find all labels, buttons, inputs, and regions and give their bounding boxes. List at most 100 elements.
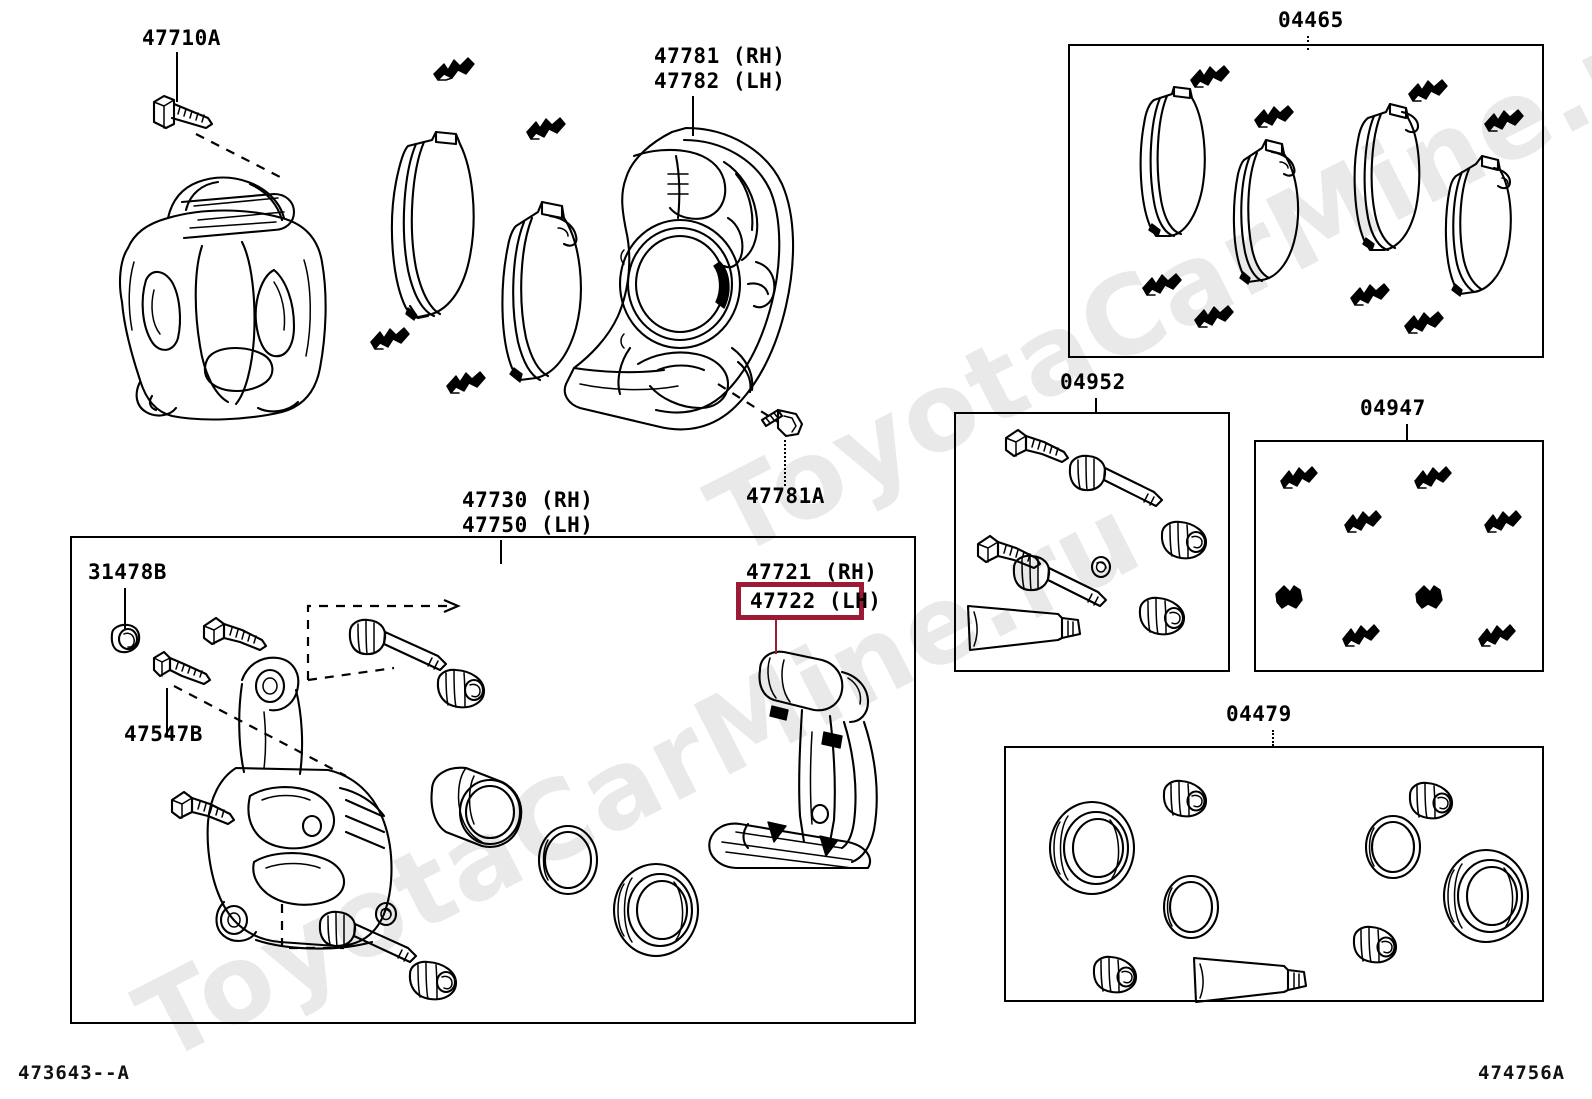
label-pad-kit: 04465	[1278, 8, 1344, 32]
label-mount-lh: 47722 (LH)	[750, 589, 882, 613]
leader-line-dust-cover-bolt	[784, 440, 786, 486]
art-slide-bolt	[198, 612, 276, 662]
art-anti-rattle-clip	[1278, 462, 1320, 498]
art-slide-bolt	[972, 530, 1050, 580]
art-anti-rattle-clip	[1348, 278, 1392, 316]
art-dust-cover-bolt	[758, 404, 814, 456]
group-box-slide-pin-kit	[954, 412, 1230, 672]
art-caliper-assembly-body	[196, 640, 416, 970]
label-bleeder-plug: 47547B	[124, 722, 203, 746]
leader-dashed-dust-cover-bolt	[717, 383, 779, 423]
highlight-box-selected-part[interactable]: 47722 (LH)	[736, 582, 882, 620]
leader-dashed-slide-pin-upper	[306, 598, 461, 682]
leader-line-bleeder-cap	[124, 588, 126, 630]
art-anti-rattle-clip	[1140, 268, 1184, 306]
label-caliper-assembly-rh: 47730 (RH)	[462, 488, 594, 512]
art-o-ring	[1160, 872, 1224, 944]
art-slide-bolt	[1000, 424, 1078, 474]
art-slide-pin-boot	[1158, 776, 1214, 822]
label-caliper-bolt: 47710A	[142, 26, 221, 50]
art-slide-pin-boot	[1348, 922, 1404, 968]
label-dust-cover-bolt: 47781A	[746, 484, 825, 508]
group-box-pad-kit	[1068, 44, 1544, 358]
label-mount-rh: 47721 (RH)	[746, 560, 878, 584]
art-anti-rattle-clip	[1412, 462, 1454, 498]
art-anti-rattle-clip	[368, 322, 412, 360]
art-anti-rattle-clip	[1342, 506, 1384, 542]
art-piston-seal	[1438, 846, 1534, 946]
leader-line-bleeder-plug	[166, 688, 168, 736]
art-anti-rattle-clip	[1272, 580, 1314, 616]
leader-line-caliper-assembly	[500, 540, 502, 564]
art-anti-rattle-clip	[1252, 100, 1296, 138]
footer-left-code: 473643--A	[18, 1062, 130, 1084]
art-anti-rattle-clip	[1340, 620, 1382, 656]
art-caliper-mounting-bracket	[702, 636, 902, 872]
art-brake-pad	[1222, 136, 1314, 286]
label-dust-cover: 47781 (RH) 47782 (LH)	[654, 44, 785, 94]
art-brake-pad	[1128, 84, 1218, 240]
art-slide-pin-boot	[404, 956, 466, 1006]
art-washer	[1088, 554, 1116, 580]
art-anti-rattle-clip	[1476, 620, 1518, 656]
label-dust-cover-lh: 47782 (LH)	[654, 68, 786, 93]
label-seal-kit: 04479	[1226, 702, 1292, 726]
art-anti-rattle-clip	[1406, 74, 1450, 112]
art-piston-seal	[608, 860, 704, 960]
art-caliper-bolt	[148, 88, 228, 148]
art-o-ring	[1362, 812, 1426, 884]
leader-line-pad-kit	[1307, 36, 1309, 50]
art-slide-pin	[310, 904, 440, 974]
leader-line-mount-lh	[775, 620, 777, 654]
art-anti-rattle-clip	[1402, 306, 1446, 344]
label-dust-cover-rh: 47781 (RH)	[654, 44, 786, 68]
art-anti-rattle-clip	[1192, 300, 1236, 338]
label-slide-pin-kit: 04952	[1060, 370, 1126, 394]
art-slide-pin-boot	[1134, 592, 1192, 640]
art-slide-bolt	[166, 786, 244, 836]
leader-line-seal-kit	[1272, 730, 1274, 746]
art-anti-rattle-clip	[524, 112, 568, 150]
group-box-caliper-assembly	[70, 536, 916, 1024]
label-caliper-assembly: 47730 (RH) 47750 (LH)	[462, 488, 593, 538]
art-brake-pad	[374, 128, 484, 328]
label-caliper-assembly-lh: 47750 (LH)	[462, 512, 594, 537]
group-box-clip-kit	[1254, 440, 1544, 672]
leader-line-clip-kit	[1406, 424, 1408, 442]
art-brake-pad	[1342, 100, 1432, 252]
group-box-seal-kit	[1004, 746, 1544, 1002]
footer-right-code: 474756A	[1478, 1062, 1566, 1084]
art-dust-cover	[560, 122, 798, 440]
leader-dashed-caliper-bolt	[195, 133, 283, 179]
art-slide-pin-boot	[1404, 778, 1460, 824]
label-bleeder-cap: 31478B	[88, 560, 167, 584]
art-caliper-piston	[424, 762, 534, 864]
art-piston-seal	[1044, 798, 1140, 898]
art-brake-pad	[488, 196, 598, 386]
art-anti-rattle-clip	[1482, 506, 1524, 542]
art-anti-rattle-clip	[444, 366, 488, 404]
art-bleeder-plug	[148, 646, 218, 694]
label-clip-kit: 04947	[1360, 396, 1426, 420]
art-anti-rattle-clip	[430, 52, 478, 92]
leader-line-caliper-bolt	[176, 52, 178, 102]
art-brake-pad	[1434, 150, 1526, 298]
art-slide-pin-boot	[432, 664, 494, 714]
art-grease-tube	[962, 600, 1094, 656]
leader-dashed-bleeder-plug	[173, 685, 347, 777]
art-slide-pin-boot	[1156, 516, 1214, 564]
art-anti-rattle-clip	[1188, 60, 1232, 98]
art-o-ring	[534, 822, 604, 900]
art-slide-pin	[1060, 448, 1180, 516]
art-caliper-body	[98, 150, 358, 420]
art-slide-pin	[340, 612, 470, 682]
art-slide-pin-boot	[1088, 952, 1144, 998]
art-bleeder-cap	[106, 622, 146, 660]
art-anti-rattle-clip	[1412, 580, 1454, 616]
art-washer	[372, 900, 402, 928]
leader-line-dust-cover	[692, 96, 694, 136]
leader-line-slide-pin-kit	[1095, 398, 1097, 414]
art-grease-tube	[1188, 952, 1320, 1008]
art-anti-rattle-clip	[1482, 104, 1526, 142]
